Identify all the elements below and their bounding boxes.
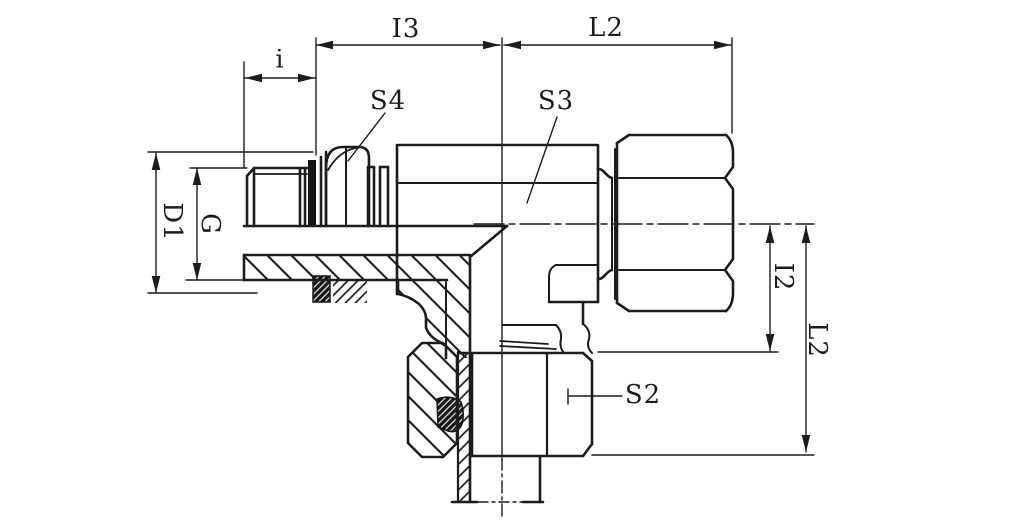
tube-wall-section (458, 352, 470, 502)
locknut-lower-section (333, 280, 367, 303)
part-label-s3: S3 (537, 86, 575, 116)
junction-outline (242, 224, 509, 504)
section-hatching (244, 160, 470, 502)
stud-thread (245, 166, 309, 228)
locknut-s4 (319, 145, 371, 228)
cutting-ring (436, 396, 465, 433)
part-label-s2: S2 (624, 380, 662, 410)
dim-label-d1: D1 (157, 202, 187, 242)
nut-s2 (456, 351, 594, 458)
dimension-lines (147, 37, 815, 519)
body-lower-wall-section (244, 255, 470, 280)
dim-label-g: G (195, 213, 225, 235)
arrowheads (151, 40, 811, 452)
lower-branch (406, 300, 593, 504)
dim-label-i2: I2 (768, 262, 798, 292)
dim-label-i3: I3 (391, 14, 421, 44)
swivel-nut (615, 133, 735, 313)
dim-label-l2-top: L2 (588, 13, 624, 43)
leader-s4 (347, 112, 386, 162)
seal-ring-section (312, 275, 331, 303)
bonded-seal (308, 160, 316, 226)
washer-rings (366, 165, 390, 228)
body-junction-section (398, 280, 470, 358)
part-outlines (242, 133, 735, 504)
dim-label-l2-right: L2 (802, 322, 832, 358)
leader-s3 (526, 116, 558, 204)
dim-label-i: i (275, 44, 285, 74)
fitting-body (395, 143, 600, 304)
part-label-s4: S4 (369, 86, 407, 116)
